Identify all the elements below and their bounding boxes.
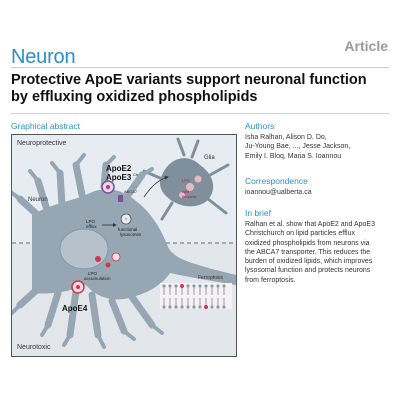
in-brief-line-5: burden of oxidized lipids, which improve… (245, 258, 373, 266)
correspondence-section: Correspondence ioannou@ualberta.ca (245, 176, 395, 197)
lpo-droplet (95, 256, 101, 262)
title-divider (11, 113, 389, 114)
in-brief-line-4: the ABCA7 transporter. This reduces the (245, 248, 371, 256)
dysfunctional-lysosome (111, 252, 121, 262)
ferroptosis-label: Ferroptosis (198, 275, 224, 281)
lpo-accumulation-label-2: accumulation (84, 276, 111, 281)
apoe2-label: ApoE2 (106, 164, 132, 173)
article-type-label: Article (344, 38, 388, 54)
ferroptosis-membrane (160, 283, 232, 309)
apoe4-label: ApoE4 (62, 304, 88, 313)
authors-heading: Authors (245, 121, 275, 131)
glia-lpo-label: LPO (182, 178, 190, 183)
neuroprotective-label: Neuroprotective (17, 140, 67, 147)
apoe3-superscript: Ch (133, 172, 138, 177)
in-brief-line-1: Ralhan et al. show that ApoE2 and ApoE3 (245, 221, 375, 228)
graphical-abstract-label: Graphical abstract (11, 121, 80, 131)
authors-line-3: Emily I. Bloq, Maria S. Ioannou (245, 152, 342, 160)
title-line-2: by effluxing oxidized phospholipids (11, 89, 258, 105)
lpo-efflux-label: LPO (86, 219, 96, 224)
neuron-label: Neuron (28, 197, 48, 203)
article-title: Protective ApoE variants support neurona… (11, 72, 391, 106)
lipid-droplets-label: lipid (182, 189, 189, 194)
abca7-label: ABCA7 (124, 189, 138, 194)
authors-line-2: Ju-Young Bae, ..., Jesse Jackson, (245, 143, 351, 151)
correspondence-heading: Correspondence (245, 176, 308, 186)
glia-cell (142, 137, 230, 221)
functional-lysosomes-label: functional (118, 227, 137, 232)
authors-section: Authors Isha Ralhan, Alison D. Do, Ju-Yo… (245, 121, 395, 161)
header-divider (11, 67, 389, 68)
lpo-accumulation-label: LPO (88, 271, 98, 276)
lipid-droplets-label-2: droplets (182, 194, 196, 199)
correspondence-email[interactable]: ioannou@ualberta.ca (245, 189, 312, 196)
lpo-efflux-label-2: efflux (86, 224, 97, 229)
apoe3-label: ApoE3 (106, 173, 132, 182)
apoe-protective-particle (101, 180, 115, 194)
graphical-abstract-figure: Glia LPO lipid droplets Neuron ApoE2 Apo… (11, 134, 237, 357)
lysosome-core (124, 217, 128, 221)
neurotoxic-label: Neurotoxic (17, 344, 51, 351)
glia-label: Glia (204, 155, 215, 161)
lpo-droplet (105, 262, 111, 268)
functional-lysosomes-label-2: lysosomes (120, 232, 142, 237)
journal-name: Neuron (11, 46, 76, 68)
graphical-abstract-svg: Glia LPO lipid droplets Neuron ApoE2 Apo… (12, 135, 236, 356)
in-brief-section: In brief Ralhan et al. show that ApoE2 a… (245, 208, 395, 285)
in-brief-line-7: from ferroptosis. (245, 276, 296, 284)
efflux-to-glia-arrow (143, 175, 169, 198)
in-brief-line-3: oxidized phospholipids from neurons via (245, 239, 370, 247)
in-brief-line-2: Christchurch on lipid particles efflux (245, 230, 355, 238)
in-brief-line-6: lysosomal function and protects neurons (245, 267, 371, 275)
apoe4-particle (71, 280, 85, 294)
in-brief-heading: In brief (245, 208, 271, 218)
abca7-transporter (118, 195, 123, 202)
title-line-1: Protective ApoE variants support neurona… (11, 72, 367, 88)
authors-line-1: Isha Ralhan, Alison D. Do, (245, 134, 327, 141)
